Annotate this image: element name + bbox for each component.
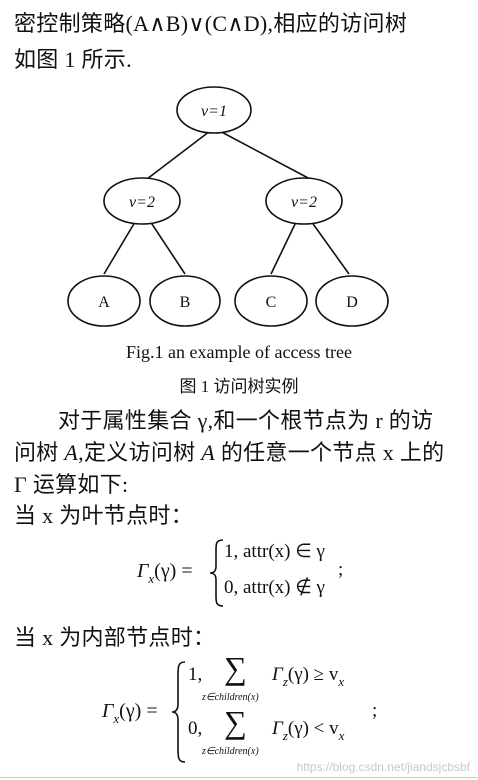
text-line: 问树 A,定义访问树 A 的任意一个节点 x 上的	[14, 440, 445, 465]
text-line: Γ 运算如下:	[14, 472, 129, 497]
sum-subscript: z∈children(x)	[202, 692, 259, 703]
tree-leaf-label: A	[98, 294, 110, 311]
sum-subscript: z∈children(x)	[202, 746, 259, 757]
tree-node-leaf	[67, 275, 141, 327]
figure-caption-zh: 图 1 访问树实例	[179, 377, 299, 396]
bottom-divider	[0, 777, 478, 778]
tree-edge	[149, 220, 186, 275]
tree-leaf-label: D	[346, 294, 358, 311]
tree-node-label: v=2	[291, 194, 317, 211]
tree-edge	[103, 221, 136, 275]
tree-leaf-label: B	[180, 294, 191, 311]
equation-case: 1, attr(x) ∈ γ	[224, 541, 325, 562]
watermark: https://blog.csdn.net/jiandsjcbsbf	[296, 760, 470, 774]
section-heading: 当 x 为叶节点时：	[14, 503, 194, 528]
access-tree-diagram: v=1 v=2 v=2 A B C D	[67, 86, 389, 327]
tree-edge	[310, 220, 350, 275]
left-brace	[171, 661, 186, 763]
equation-case-condition: Γz(γ) < vx	[272, 718, 345, 743]
tree-node-internal	[265, 177, 343, 225]
sum-symbol: ∑	[224, 704, 247, 740]
text-line: 如图 1 所示.	[14, 47, 132, 72]
section-heading: 当 x 为内部节点时：	[14, 625, 216, 650]
text-line: 密控制策略(A∧B)∨(C∧D),相应的访问树	[14, 11, 408, 36]
tree-edge	[146, 127, 215, 180]
equation-lhs: Γx(γ) =	[102, 700, 158, 726]
tree-edge	[213, 127, 311, 180]
tree-node-root	[176, 86, 252, 134]
tree-edge	[270, 221, 297, 275]
equation-lhs: Γx(γ) =	[137, 560, 193, 586]
tree-node-leaf	[234, 275, 308, 327]
sum-symbol: ∑	[224, 650, 247, 686]
text-line: 对于属性集合 γ,和一个根节点为 r 的访	[58, 408, 434, 433]
equation-end: ;	[338, 559, 344, 580]
tree-node-internal	[103, 177, 181, 225]
equation-case-condition: Γz(γ) ≥ vx	[272, 664, 345, 689]
equation-case: 0, attr(x) ∉ γ	[224, 577, 325, 598]
tree-leaf-label: C	[266, 294, 277, 311]
tree-node-label: v=2	[129, 194, 155, 211]
figure-caption-en: Fig.1 an example of access tree	[126, 342, 352, 362]
left-brace	[209, 539, 224, 607]
equation-case-value: 1,	[188, 664, 203, 685]
tree-node-leaf	[149, 275, 221, 327]
equation-case-value: 0,	[188, 718, 203, 739]
tree-node-label: v=1	[201, 103, 227, 120]
equation-end: ;	[372, 700, 378, 721]
tree-node-leaf	[315, 275, 389, 327]
